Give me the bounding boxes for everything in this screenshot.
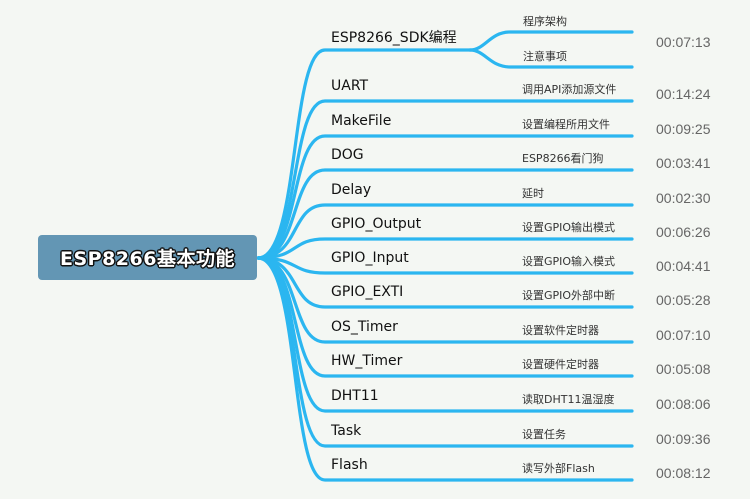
- branch-label[interactable]: Task: [331, 423, 362, 439]
- duration-label: 00:04:41: [656, 258, 711, 274]
- branch-line: [256, 168, 634, 260]
- sub-label[interactable]: 设置软件定时器: [522, 324, 599, 337]
- branch-label[interactable]: HW_Timer: [331, 353, 403, 369]
- sub-label[interactable]: 调用API添加源文件: [522, 83, 617, 96]
- duration-label: 00:06:26: [656, 224, 711, 240]
- sub-label[interactable]: 设置GPIO输出模式: [522, 221, 616, 234]
- duration-label: 00:09:36: [656, 431, 711, 447]
- branch-line: [256, 203, 634, 260]
- duration-label: 00:05:08: [656, 361, 711, 377]
- sub-label[interactable]: 读写外部Flash: [522, 462, 595, 475]
- sub-label[interactable]: 设置GPIO输入模式: [522, 255, 616, 268]
- sub-label[interactable]: 延时: [522, 187, 544, 200]
- sub-branch-line: [468, 48, 634, 69]
- duration-label: 00:07:10: [656, 327, 711, 343]
- branch-line: [256, 48, 472, 260]
- branch-label[interactable]: DOG: [331, 147, 364, 163]
- branch-label[interactable]: ESP8266_SDK编程: [331, 30, 457, 46]
- branch-label[interactable]: UART: [331, 78, 369, 94]
- sub-label[interactable]: 设置硬件定时器: [522, 358, 599, 371]
- duration-label: 00:05:28: [656, 292, 711, 308]
- branch-label[interactable]: GPIO_EXTI: [331, 284, 404, 300]
- duration-label: 00:08:06: [656, 396, 711, 412]
- duration-label: 00:02:30: [656, 190, 711, 206]
- branch-label[interactable]: DHT11: [331, 388, 379, 404]
- root-label: ESP8266基本功能: [60, 248, 235, 270]
- sub-label[interactable]: 设置编程所用文件: [522, 118, 610, 131]
- sub-label[interactable]: 读取DHT11温湿度: [522, 393, 615, 406]
- branch-label[interactable]: MakeFile: [331, 113, 392, 129]
- sub-label[interactable]: 设置GPIO外部中断: [522, 289, 616, 302]
- root-node[interactable]: ESP8266基本功能: [38, 235, 257, 280]
- duration-label: 00:03:41: [656, 155, 711, 171]
- duration-label: 00:08:12: [656, 465, 711, 481]
- duration-label: 00:09:25: [656, 121, 711, 137]
- branch-label[interactable]: Flash: [331, 457, 368, 473]
- branch-line: [256, 256, 634, 482]
- sub-label[interactable]: 注意事项: [523, 50, 567, 63]
- branch-label[interactable]: Delay: [331, 182, 372, 198]
- sub-label[interactable]: 设置任务: [522, 428, 566, 441]
- branch-label[interactable]: GPIO_Input: [331, 250, 409, 266]
- duration-label: 00:14:24: [656, 86, 711, 102]
- sub-label[interactable]: ESP8266看门狗: [522, 152, 604, 165]
- sub-label[interactable]: 程序架构: [523, 15, 567, 28]
- branch-label[interactable]: GPIO_Output: [331, 216, 422, 232]
- duration-label: 00:07:13: [656, 34, 711, 50]
- branch-label[interactable]: OS_Timer: [331, 319, 398, 335]
